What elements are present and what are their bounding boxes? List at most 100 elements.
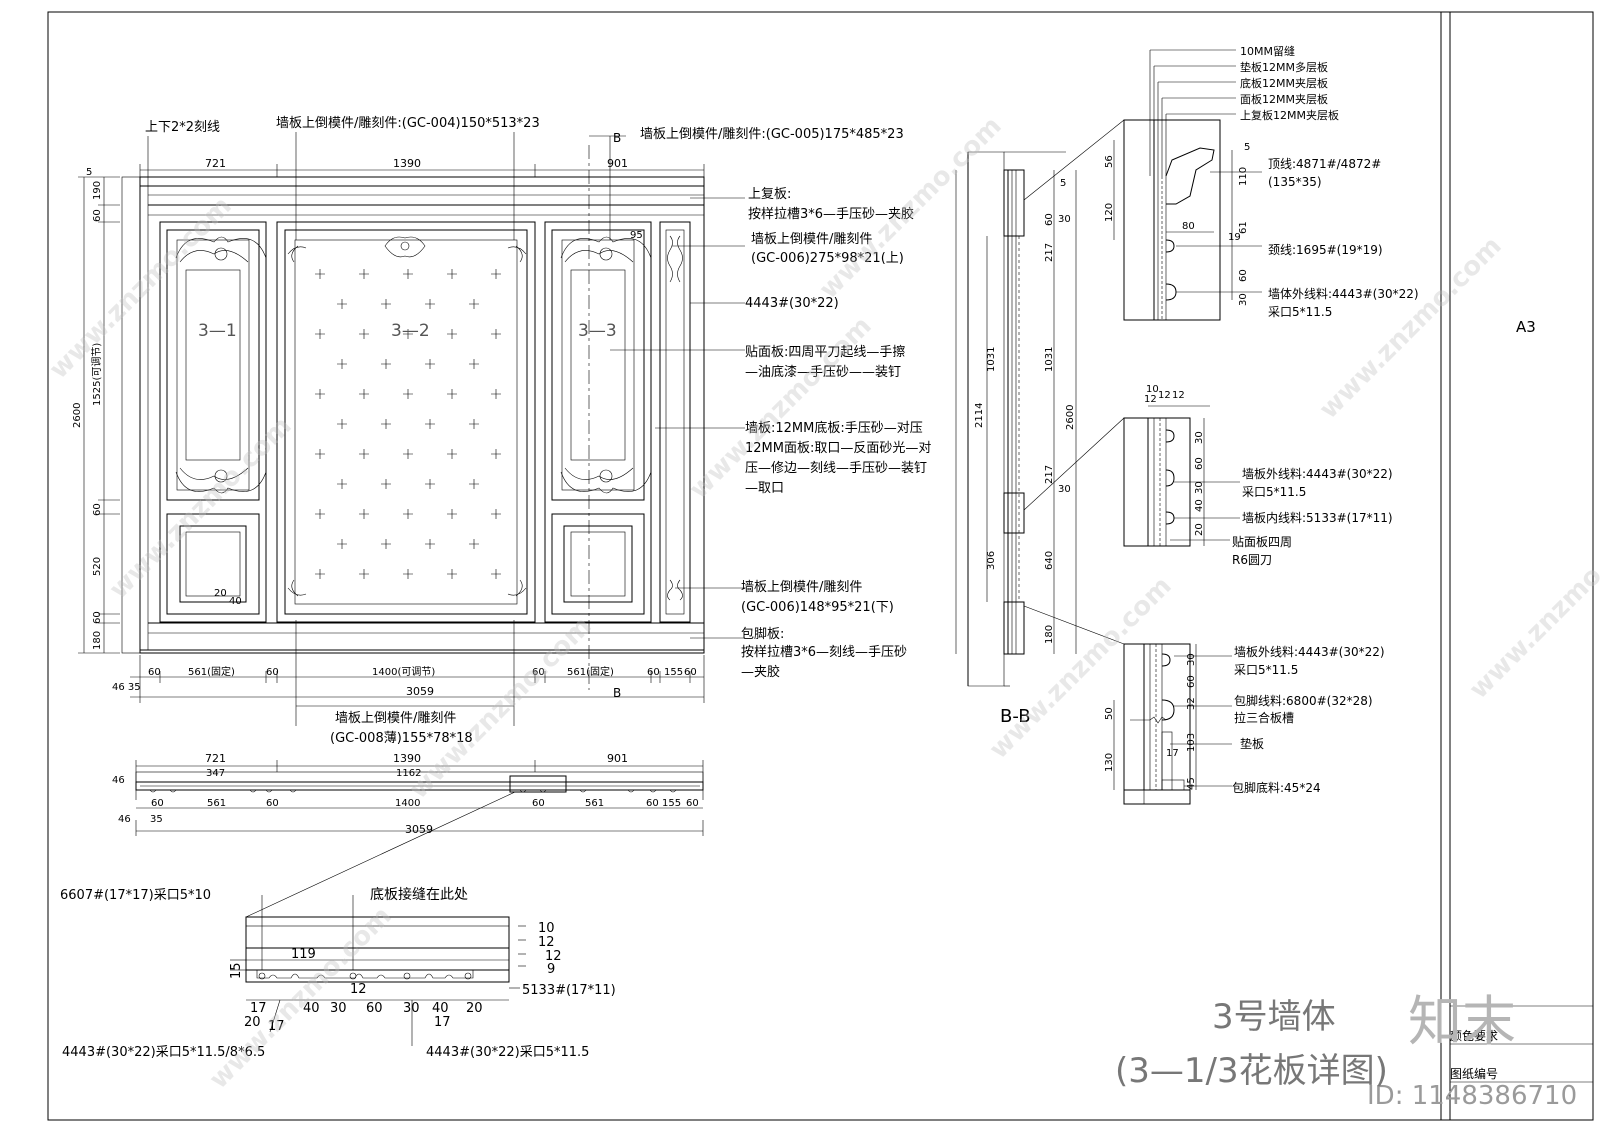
note-gc006-up-2: (GC-006)275*98*21(上): [751, 251, 904, 266]
detail-bdim-4: 30: [330, 1001, 347, 1016]
dt-dim-61: 61: [1238, 221, 1249, 234]
tufting-cross: [403, 449, 413, 459]
dm-top-12c: 12: [1172, 390, 1185, 401]
dt-dim-19: 19: [1228, 232, 1241, 243]
bb-dim-30a: 30: [1058, 214, 1071, 225]
tufting-cross: [425, 359, 435, 369]
watermark-text: www.znzmo.com: [204, 901, 398, 1095]
dm-dim-20: 20: [1194, 523, 1205, 536]
bb-dim-30b: 30: [1058, 484, 1071, 495]
db-dim-32: 32: [1186, 697, 1197, 710]
sheet-frame: [47, 11, 1594, 1121]
field-drawing-no-label: 图纸编号: [1450, 1066, 1498, 1081]
detail-bdim-9: 17: [434, 1015, 451, 1030]
dt-dim-110: 110: [1238, 167, 1249, 186]
detail-dim-12: 12: [350, 982, 367, 997]
tufting-cross: [447, 449, 457, 459]
sheet-subtitle: (3—1/3花板详图): [1115, 1051, 1388, 1091]
field-color-label: 颜色要求: [1450, 1028, 1498, 1043]
detail-bdim-0: 17: [250, 1001, 267, 1016]
tufting-cross: [359, 569, 369, 579]
tufting-cross: [447, 569, 457, 579]
plan-bot-dim-0: 60: [151, 798, 164, 809]
elev-left-dim-60: 60: [92, 209, 103, 222]
db-dim-17: 17: [1166, 748, 1179, 759]
tufting-cross: [447, 509, 457, 519]
plan-top-dim-721: 721: [205, 752, 226, 765]
dt-crown-1: 顶线:4871#/4872#: [1268, 157, 1381, 171]
elev-left-dim-2600: 2600: [72, 403, 83, 428]
db-pad: 垫板: [1240, 736, 1264, 751]
tufting-cross: [469, 359, 479, 369]
tufting-cross: [359, 449, 369, 459]
dt-crown-2: (135*35): [1268, 175, 1322, 189]
dt-outer-1: 墙体外线料:4443#(30*22): [1268, 287, 1419, 301]
plan-top-dim-1390: 1390: [393, 752, 421, 765]
detail-rdim-9: 9: [547, 962, 555, 977]
tufting-cross: [381, 419, 391, 429]
db-skirt-1: 包脚线料:6800#(32*28): [1234, 693, 1373, 708]
db-dim-45: 45: [1186, 777, 1197, 790]
bb-dim-1031a: 1031: [986, 347, 997, 372]
inner-dim-95: 95: [630, 230, 643, 241]
db-outer-1: 墙板外线料:4443#(30*22): [1234, 645, 1385, 659]
dt-neck: 颈线:1695#(19*19): [1268, 243, 1383, 257]
elevation-bottom-dim-lines: [130, 620, 705, 726]
tufting-cross: [359, 509, 369, 519]
detail-rdim-10: 10: [538, 921, 555, 936]
note-gc006-dn-1: 墙板上倒模件/雕刻件: [741, 580, 862, 595]
paper-size: A3: [1516, 318, 1536, 336]
note-skirt-3: —夹胶: [741, 664, 780, 680]
elev-left-dim-60b: 60: [92, 503, 103, 516]
dt-dim-120: 120: [1104, 203, 1115, 222]
tufting-cross: [359, 329, 369, 339]
wall-plan: [135, 760, 704, 918]
detail-bdim-6: 30: [403, 1001, 420, 1016]
bb-dim-2114: 2114: [974, 403, 985, 428]
bb-dim-217b: 217: [1044, 465, 1055, 484]
detail-4443b: 4443#(30*22)采口5*11.5: [426, 1045, 589, 1060]
bb-dim-180: 180: [1044, 625, 1055, 644]
tufting-cross: [469, 419, 479, 429]
elev-bot-dim-8: 60: [684, 667, 697, 678]
watermark-text: www.znzmo.com: [1314, 231, 1508, 425]
tufting-cross: [447, 269, 457, 279]
watermark-text: www.znzmo.com: [1464, 511, 1600, 705]
note-skirt-2: 按样拉槽3*6—刻线—手压砂: [741, 645, 907, 660]
plan-detail: [230, 895, 526, 1046]
tufting-cross: [337, 299, 347, 309]
note-veneer-1: 贴面板:四周平刀起线—手擦: [745, 345, 905, 360]
note-wall-3: 压—修边—刻线—手压砂—装钉: [745, 461, 927, 476]
bb-dim-5: 5: [1060, 178, 1066, 189]
tufting-cross: [425, 479, 435, 489]
tufting-cross: [337, 539, 347, 549]
dt-layer-3: 面板12MM夹层板: [1240, 92, 1328, 106]
tufting-cross: [315, 449, 325, 459]
detail-top: [1113, 49, 1262, 321]
db-outer-2: 采口5*11.5: [1234, 663, 1298, 677]
detail-bdim-8: 20: [466, 1001, 483, 1016]
sheet-title: 3号墙体: [1212, 997, 1336, 1037]
note-gc008-2: (GC-008薄)155*78*18: [330, 731, 473, 746]
note-wall-4: —取口: [745, 481, 784, 496]
db-dim-103: 103: [1186, 733, 1197, 752]
tufting-cross: [381, 299, 391, 309]
dt-dim-30: 30: [1238, 293, 1249, 306]
plan-left-dim-46b: 46: [118, 814, 131, 825]
tufting-cross: [469, 539, 479, 549]
dt-outer-2: 采口5*11.5: [1268, 305, 1332, 319]
tufting-cross: [403, 269, 413, 279]
tufting-cross: [315, 269, 325, 279]
tufting-cross: [425, 539, 435, 549]
plan-left-dim-35: 35: [150, 814, 163, 825]
elev-bot-dim-4: 60: [532, 667, 545, 678]
plan-bot-dim-6: 60: [646, 798, 659, 809]
tufting-cross: [403, 389, 413, 399]
elev-bot-dim-5: 561(固定): [567, 665, 614, 678]
note-upper-board-2: 按样拉槽3*6—手压砂—夹胶: [748, 206, 914, 222]
dm-veneer-1: 贴面板四周: [1232, 535, 1292, 549]
detail-bdim-5: 60: [366, 1001, 383, 1016]
db-dim-50: 50: [1104, 707, 1115, 720]
tufting-cross: [425, 299, 435, 309]
dt-layer-1: 垫板12MM多层板: [1240, 60, 1328, 74]
